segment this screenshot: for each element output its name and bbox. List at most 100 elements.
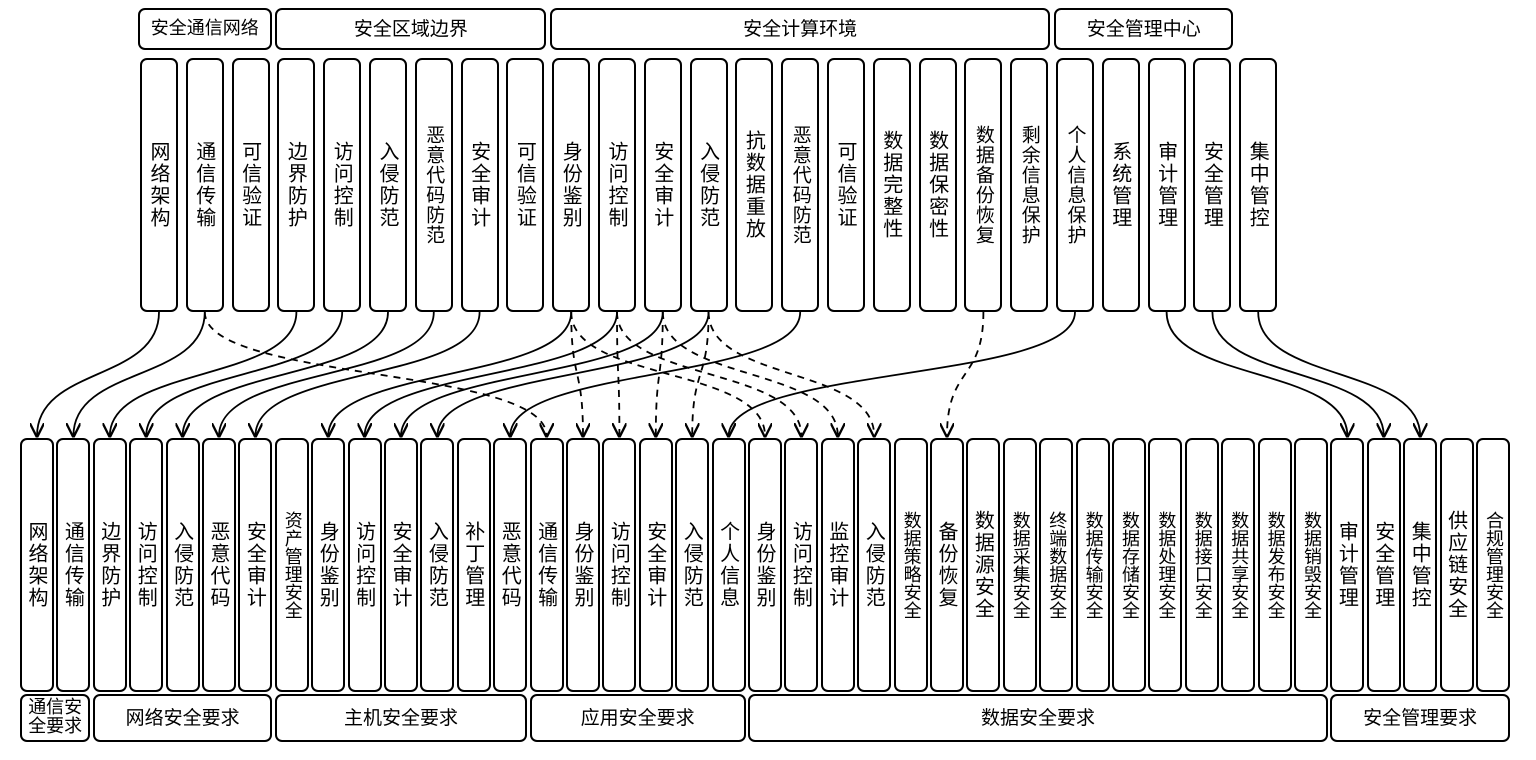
link-9 [570, 311, 583, 436]
top-box-7: 安全审计 [460, 58, 499, 312]
bottom-group-3: 应用安全要求 [529, 694, 746, 742]
top-box-20: 个人信息保护 [1056, 58, 1094, 312]
top-box-13-label: 抗数据重放 [742, 130, 767, 240]
bottom-box-39: 供应链安全 [1439, 438, 1474, 692]
bottom-box-5: 恶意代码 [202, 438, 236, 692]
top-box-14-label: 恶意代码防范 [789, 125, 812, 245]
top-box-24-label: 集中管控 [1246, 141, 1271, 229]
bottom-box-34-label: 数据发布安全 [1264, 511, 1286, 619]
top-box-24: 集中管控 [1239, 58, 1278, 312]
bottom-box-6: 安全审计 [238, 438, 273, 692]
top-box-5: 入侵防范 [369, 58, 407, 312]
bottom-box-20-label: 身份鉴别 [753, 521, 777, 609]
top-box-2: 可信验证 [231, 58, 270, 312]
bottom-box-35: 数据销毁安全 [1294, 438, 1328, 692]
bottom-box-25-label: 备份恢复 [935, 521, 959, 609]
bottom-box-32-label: 数据接口安全 [1191, 511, 1213, 619]
bottom-box-0-label: 网络架构 [25, 521, 49, 609]
bottom-box-40-label: 合规管理安全 [1483, 511, 1504, 619]
link-8 [328, 311, 573, 436]
bottom-box-30-label: 数据存储安全 [1119, 511, 1140, 619]
bottom-box-7: 资产管理安全 [274, 438, 309, 692]
top-group-1-label: 安全区域边界 [353, 17, 468, 40]
bottom-box-14-label: 通信传输 [534, 521, 559, 609]
bottom-box-28: 终端数据安全 [1039, 438, 1074, 692]
top-box-16-label: 数据完整性 [879, 130, 904, 240]
bottom-box-30: 数据存储安全 [1112, 438, 1146, 692]
top-box-18: 数据备份恢复 [964, 58, 1003, 312]
link-4 [146, 311, 344, 436]
bottom-box-4: 入侵防范 [165, 438, 200, 692]
top-box-8: 可信验证 [506, 58, 545, 312]
bottom-box-36: 审计管理 [1330, 438, 1365, 692]
top-box-10: 访问控制 [598, 58, 636, 312]
bottom-box-21: 访问控制 [784, 438, 819, 692]
bottom-box-21-label: 访问控制 [789, 521, 814, 609]
top-box-12-label: 入侵防范 [696, 141, 721, 229]
top-group-0-label: 安全通信网络 [150, 17, 259, 39]
bottom-box-38: 集中管控 [1403, 438, 1438, 692]
bottom-box-12: 补丁管理 [456, 438, 491, 692]
bottom-group-2: 主机安全要求 [274, 694, 528, 742]
bottom-box-40: 合规管理安全 [1476, 438, 1510, 692]
connector-lines [37, 311, 1420, 436]
top-box-10-label: 访问控制 [605, 141, 629, 229]
bottom-box-7-label: 资产管理安全 [281, 511, 303, 619]
top-box-22-label: 审计管理 [1154, 141, 1179, 229]
bottom-group-0-label: 通信安全要求 [28, 697, 83, 737]
bottom-group-4-label: 数据安全要求 [980, 706, 1095, 729]
top-box-3-label: 边界防护 [284, 141, 309, 229]
top-box-16: 数据完整性 [872, 58, 911, 312]
bottom-box-20: 身份鉴别 [748, 438, 782, 692]
bottom-box-36-label: 审计管理 [1335, 521, 1360, 609]
bottom-box-24-label: 数据策略安全 [900, 511, 922, 619]
top-box-11-label: 安全审计 [650, 141, 675, 229]
bottom-box-39-label: 供应链安全 [1444, 510, 1469, 620]
top-group-3: 安全管理中心 [1054, 8, 1234, 50]
bottom-box-19-label: 个人信息 [716, 521, 741, 609]
link-13 [616, 311, 801, 436]
bottom-box-11: 入侵防范 [420, 438, 455, 692]
bottom-group-5-label: 安全管理要求 [1363, 706, 1478, 729]
bottom-box-34: 数据发布安全 [1257, 438, 1292, 692]
top-box-5-label: 入侵防范 [376, 141, 400, 229]
top-group-3-label: 安全管理中心 [1086, 17, 1201, 40]
link-18 [692, 311, 710, 436]
top-group-0: 安全通信网络 [138, 8, 272, 50]
bottom-group-3-label: 应用安全要求 [580, 706, 695, 729]
bottom-box-11-label: 入侵防范 [425, 521, 450, 609]
top-box-7-label: 安全审计 [467, 141, 492, 229]
top-box-21-label: 系统管理 [1108, 141, 1133, 229]
bottom-box-5-label: 恶意代码 [207, 521, 231, 609]
bottom-box-17-label: 安全审计 [643, 521, 668, 609]
link-10 [570, 311, 765, 436]
bottom-box-31: 数据处理安全 [1148, 438, 1183, 692]
bottom-box-38-label: 集中管控 [1408, 521, 1433, 609]
bottom-box-16: 访问控制 [602, 438, 637, 692]
bottom-box-8-label: 身份鉴别 [316, 521, 341, 609]
bottom-box-33-label: 数据共享安全 [1228, 511, 1250, 619]
bottom-box-8: 身份鉴别 [311, 438, 346, 692]
bottom-box-29: 数据传输安全 [1075, 438, 1110, 692]
bottom-box-28-label: 终端数据安全 [1046, 511, 1068, 619]
bottom-box-9-label: 访问控制 [352, 521, 377, 609]
bottom-box-13-label: 恶意代码 [498, 521, 523, 609]
top-group-1: 安全区域边界 [275, 8, 547, 50]
link-6 [219, 311, 435, 436]
bottom-group-1: 网络安全要求 [92, 694, 273, 742]
top-box-9-label: 身份鉴别 [559, 141, 584, 229]
top-box-12: 入侵防范 [689, 58, 728, 312]
link-2 [203, 311, 547, 436]
top-box-8-label: 可信验证 [513, 141, 538, 229]
link-22 [729, 311, 1076, 436]
bottom-group-4: 数据安全要求 [748, 694, 1328, 742]
link-17 [437, 311, 710, 436]
bottom-box-17: 安全审计 [638, 438, 673, 692]
bottom-box-25: 备份恢复 [930, 438, 964, 692]
bottom-box-9: 访问控制 [347, 438, 382, 692]
bottom-box-3: 访问控制 [129, 438, 164, 692]
top-box-3: 边界防护 [277, 58, 316, 312]
bottom-group-0: 通信安全要求 [20, 694, 91, 742]
top-box-19: 剩余信息保护 [1010, 58, 1049, 312]
bottom-box-33: 数据共享安全 [1221, 438, 1256, 692]
